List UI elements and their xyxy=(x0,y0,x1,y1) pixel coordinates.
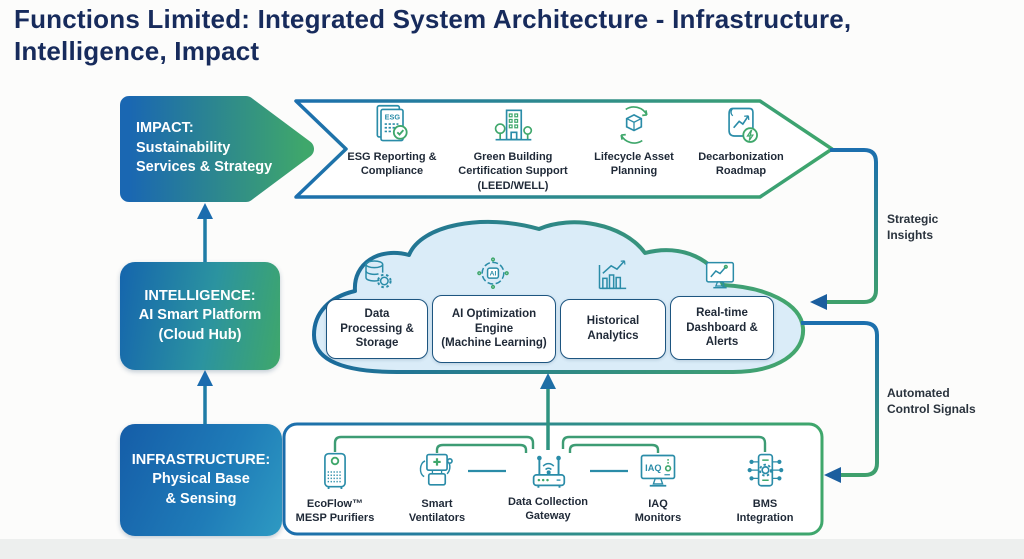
database-gear-icon xyxy=(356,256,396,300)
impact-item: ESG ESG Reporting & Compliance xyxy=(322,103,462,179)
page-title: Functions Limited: Integrated System Arc… xyxy=(14,4,852,66)
bms-phone-icon xyxy=(743,450,787,494)
device-item: Data Collection Gateway xyxy=(488,448,608,524)
svg-text:AI: AI xyxy=(490,271,497,278)
impact-item-label: ESG Reporting & Compliance xyxy=(347,151,437,178)
device-label: BMS Integration xyxy=(736,498,794,525)
module-box: AI Optimization Engine (Machine Learning… xyxy=(432,295,556,363)
automated-control-signals-label: Automated Control Signals xyxy=(887,386,976,417)
device-label: Data Collection Gateway xyxy=(507,496,589,523)
module-box: Real-time Dashboard & Alerts xyxy=(670,296,774,360)
impact-item: Decarbonization Roadmap xyxy=(671,103,811,179)
intelligence-label: INTELLIGENCE: AI Smart Platform (Cloud H… xyxy=(120,262,280,370)
impact-item-label: Lifecycle Asset Planning xyxy=(594,151,674,178)
gateway-router-icon xyxy=(525,448,571,492)
iaq-monitor-icon: IAQ xyxy=(636,450,680,494)
device-label: Smart Ventilators xyxy=(408,498,466,525)
impact-label: IMPACT: Sustainability Services & Strate… xyxy=(136,120,273,176)
bottom-strip xyxy=(0,539,1024,559)
device-item: BMS Integration xyxy=(710,450,820,526)
ventilator-icon xyxy=(415,450,459,494)
device-label: EcoFlow™ MESP Purifiers xyxy=(295,498,375,525)
impact-label-box xyxy=(120,96,314,202)
decarbonization-icon xyxy=(719,103,763,147)
module-box: Historical Analytics xyxy=(560,299,666,359)
device-item: EcoFlow™ MESP Purifiers xyxy=(280,450,390,526)
impact-item-label: Green Building Certification Support (LE… xyxy=(458,151,568,192)
device-item: IAQ IAQ Monitors xyxy=(603,450,713,526)
ai-brain-icon: AI xyxy=(473,254,513,298)
lifecycle-icon xyxy=(612,103,656,147)
strategic-insights-label: Strategic Insights xyxy=(887,212,939,243)
impact-item: Lifecycle Asset Planning xyxy=(564,103,704,179)
svg-text:ESG: ESG xyxy=(385,113,401,122)
esg-document-icon: ESG xyxy=(370,103,414,147)
impact-item-label: Decarbonization Roadmap xyxy=(698,151,784,178)
dashboard-monitor-icon xyxy=(700,256,740,300)
device-label: IAQ Monitors xyxy=(634,498,682,525)
module-box: Data Processing & Storage xyxy=(326,299,428,359)
analytics-chart-icon xyxy=(592,255,632,299)
device-item: Smart Ventilators xyxy=(382,450,492,526)
air-purifier-icon xyxy=(313,450,357,494)
green-building-icon xyxy=(491,103,535,147)
impact-banner xyxy=(294,99,834,199)
impact-item: Green Building Certification Support (LE… xyxy=(443,103,583,193)
infrastructure-label: INFRASTRUCTURE: Physical Base & Sensing xyxy=(120,424,282,536)
svg-text:IAQ: IAQ xyxy=(645,463,661,473)
